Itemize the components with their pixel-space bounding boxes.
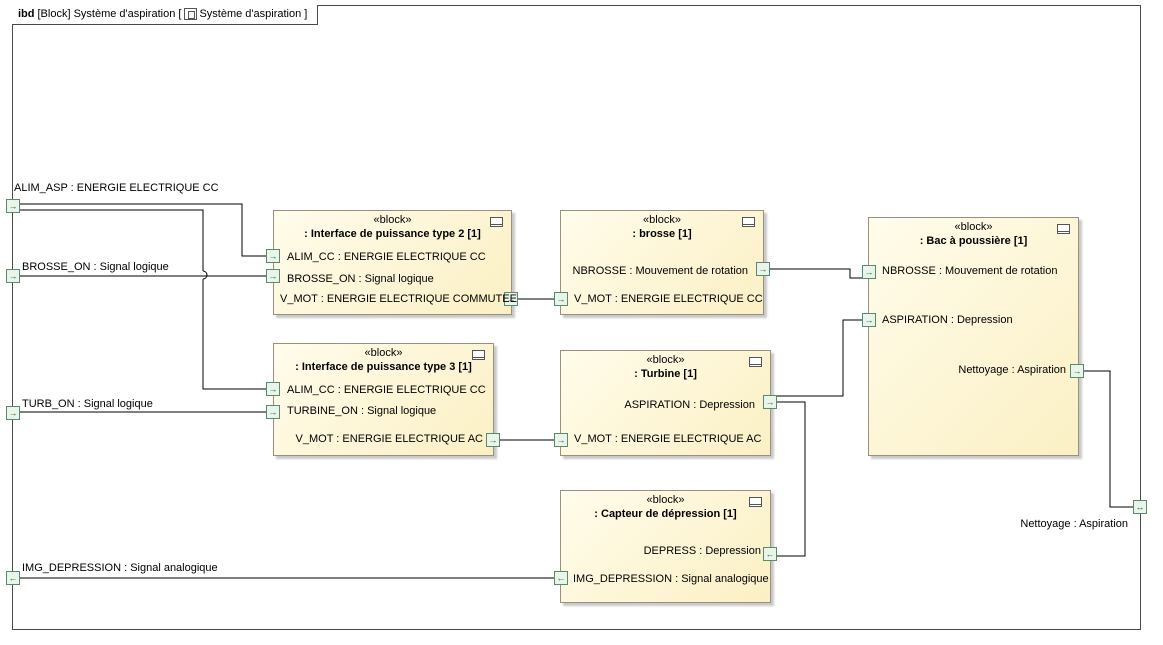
- compartment-icon: [490, 217, 503, 227]
- stereotype: «block»: [646, 494, 685, 506]
- block-brosse[interactable]: «block» : brosse [1]: [560, 210, 764, 315]
- port-label-nettoyage-external: Nettoyage : Aspiration: [1020, 518, 1128, 530]
- port-label-bac-aspiration: ASPIRATION : Depression: [882, 314, 1013, 326]
- port-bac-nettoyage[interactable]: →: [1070, 364, 1084, 378]
- port-turbine-v-mot[interactable]: →: [554, 433, 568, 447]
- stereotype: «block»: [646, 354, 685, 366]
- port-alim-asp[interactable]: →: [6, 199, 20, 213]
- port-label-i2-alim-cc: ALIM_CC : ENERGIE ELECTRIQUE CC: [287, 251, 486, 263]
- port-turbine-aspiration[interactable]: →: [763, 395, 777, 409]
- port-label-i2-v-mot: V_MOT : ENERGIE ELECTRIQUE COMMUTEE: [280, 293, 517, 305]
- port-label-capteur-img-depression: IMG_DEPRESSION : Signal analogique: [573, 573, 769, 585]
- port-label-i3-alim-cc: ALIM_CC : ENERGIE ELECTRIQUE CC: [287, 384, 486, 396]
- block-icon: [184, 8, 198, 20]
- port-label-i2-brosse-on: BROSSE_ON : Signal logique: [287, 273, 434, 285]
- wire-depress: [777, 401, 806, 557]
- port-i2-v-mot[interactable]: →: [504, 292, 518, 306]
- port-label-turbine-aspiration: ASPIRATION : Depression: [624, 399, 755, 411]
- port-label-bac-nettoyage: Nettoyage : Aspiration: [958, 364, 1066, 376]
- port-label-i3-v-mot: V_MOT : ENERGIE ELECTRIQUE AC: [295, 433, 483, 445]
- diagram-frame: [12, 5, 1141, 630]
- port-i2-alim-cc[interactable]: →: [266, 249, 280, 263]
- block-name: : brosse [1]: [632, 228, 692, 240]
- block-bac-poussiere[interactable]: «block» : Bac à poussière [1]: [868, 217, 1079, 456]
- port-brosse-v-mot[interactable]: →: [554, 292, 568, 306]
- port-label-bac-nbrosse: NBROSSE : Mouvement de rotation: [882, 265, 1058, 277]
- port-label-brosse-v-mot: V_MOT : ENERGIE ELECTRIQUE CC: [574, 293, 763, 305]
- port-label-i3-turbine-on: TURBINE_ON : Signal logique: [287, 405, 437, 417]
- port-label-turb-on: TURB_ON : Signal logique: [22, 398, 153, 410]
- wire-nbrosse: [770, 268, 862, 279]
- wire-alim-asp-i2: [20, 203, 266, 257]
- wire-alim-asp-i3-b: [202, 279, 266, 390]
- block-name: : Interface de puissance type 2 [1]: [304, 228, 481, 240]
- port-label-brosse-on: BROSSE_ON : Signal logique: [22, 261, 169, 273]
- port-label-capteur-depress: DEPRESS : Depression: [643, 545, 761, 557]
- port-label-img-depression: IMG_DEPRESSION : Signal analogique: [22, 562, 218, 574]
- block-name: : Capteur de dépression [1]: [594, 508, 737, 520]
- compartment-icon: [1057, 224, 1070, 234]
- port-nettoyage-external[interactable]: ↔: [1133, 500, 1147, 514]
- frame-title: [Block] Système d'aspiration [: [37, 8, 182, 20]
- block-capteur-depression[interactable]: «block» : Capteur de dépression [1]: [560, 490, 771, 603]
- port-label-alim-asp: ALIM_ASP : ENERGIE ELECTRIQUE CC: [14, 182, 219, 194]
- port-label-turbine-v-mot: V_MOT : ENERGIE ELECTRIQUE AC: [574, 433, 762, 445]
- port-brosse-on[interactable]: →: [6, 269, 20, 283]
- compartment-icon: [749, 357, 762, 367]
- port-i3-turbine-on[interactable]: →: [266, 405, 280, 419]
- frame-close-bracket: ]: [304, 8, 308, 20]
- stereotype: «block»: [364, 347, 403, 359]
- port-img-depression[interactable]: ←: [6, 571, 20, 585]
- stereotype: «block»: [954, 221, 993, 233]
- block-interface-2[interactable]: «block» : Interface de puissance type 2 …: [273, 210, 512, 315]
- frame-block-name: Système d'aspiration: [199, 8, 302, 20]
- port-i2-brosse-on[interactable]: →: [266, 269, 280, 283]
- frame-header: ibd[Block] Système d'aspiration [ Système…: [12, 5, 319, 25]
- port-i3-v-mot[interactable]: →: [486, 433, 500, 447]
- port-bac-aspiration[interactable]: →: [862, 313, 876, 327]
- port-capteur-img-depression[interactable]: ←: [554, 571, 568, 585]
- frame-kind: ibd: [18, 8, 35, 20]
- port-brosse-nbrosse[interactable]: →: [756, 262, 770, 276]
- port-label-brosse-nbrosse: NBROSSE : Mouvement de rotation: [572, 265, 748, 277]
- wire-aspiration: [777, 319, 862, 397]
- compartment-icon: [472, 350, 485, 360]
- block-name: : Interface de puissance type 3 [1]: [295, 361, 472, 373]
- block-name: : Bac à poussière [1]: [919, 235, 1028, 247]
- stereotype: «block»: [643, 214, 681, 226]
- stereotype: «block»: [373, 214, 412, 226]
- block-interface-3[interactable]: «block» : Interface de puissance type 3 …: [273, 343, 494, 456]
- wire-alim-asp-i3: [20, 209, 204, 271]
- wire-crossing-hop: [202, 270, 208, 280]
- compartment-icon: [749, 497, 762, 507]
- port-bac-nbrosse[interactable]: →: [862, 265, 876, 279]
- port-capteur-depress[interactable]: ←: [763, 547, 777, 561]
- wire-nettoyage: [1084, 370, 1133, 508]
- block-name: : Turbine [1]: [634, 368, 697, 380]
- port-turb-on[interactable]: →: [6, 406, 20, 420]
- port-i3-alim-cc[interactable]: →: [266, 382, 280, 396]
- compartment-icon: [742, 217, 755, 227]
